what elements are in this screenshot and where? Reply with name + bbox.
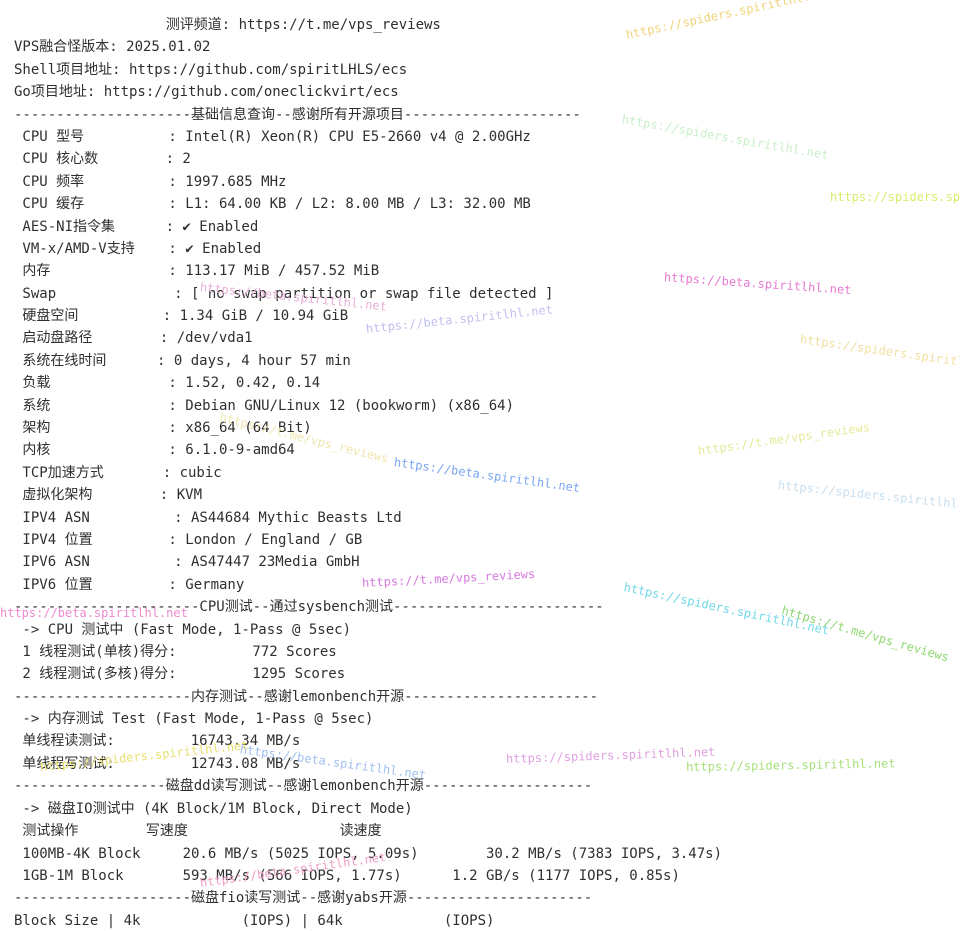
terminal-line: IPV6 ASN : AS47447 23Media GmbH (14, 554, 360, 570)
terminal-line: 系统 : Debian GNU/Linux 12 (bookworm) (x86… (14, 398, 515, 414)
terminal-line: ---------------------基础信息查询--感谢所有开源项目---… (14, 107, 581, 123)
terminal-line: ---------------------内存测试--感谢lemonbench开… (14, 689, 599, 705)
terminal-line: IPV4 ASN : AS44684 Mythic Beasts Ltd (14, 510, 402, 526)
terminal-line: 单线程写测试: 12743.08 MB/s (14, 756, 301, 772)
terminal-line: 负载 : 1.52, 0.42, 0.14 (14, 375, 321, 391)
terminal-line: CPU 核心数 : 2 (14, 151, 191, 167)
terminal-line: 架构 : x86_64 (64 Bit) (14, 420, 312, 436)
terminal-line: ---------------------磁盘fio读写测试--感谢yabs开源… (14, 890, 593, 906)
terminal-line: Go项目地址: https://github.com/oneclickvirt/… (14, 84, 399, 100)
terminal-line: Swap : [ no swap partition or swap file … (14, 286, 554, 302)
terminal-line: 内存 : 113.17 MiB / 457.52 MiB (14, 263, 380, 279)
terminal-line: 硬盘空间 : 1.34 GiB / 10.94 GiB (14, 308, 349, 324)
terminal-line: 测试操作 写速度 读速度 (14, 823, 382, 839)
terminal-line: 1 线程测试(单核)得分: 772 Scores (14, 644, 337, 660)
terminal-line: -> 内存测试 Test (Fast Mode, 1-Pass @ 5sec) (14, 711, 374, 727)
terminal-line: 100MB-4K Block 20.6 MB/s (5025 IOPS, 5.0… (14, 846, 723, 862)
terminal-line: 系统在线时间 : 0 days, 4 hour 57 min (14, 353, 351, 369)
terminal-line: TCP加速方式 : cubic (14, 465, 222, 481)
terminal-line: 虚拟化架构 : KVM (14, 487, 203, 503)
terminal-line: AES-NI指令集 : ✔ Enabled (14, 219, 259, 235)
terminal-line: 内核 : 6.1.0-9-amd64 (14, 442, 295, 458)
terminal-line: VPS融合怪版本: 2025.01.02 (14, 39, 211, 55)
terminal-line: -> CPU 测试中 (Fast Mode, 1-Pass @ 5sec) (14, 622, 352, 638)
terminal-line: 启动盘路径 : /dev/vda1 (14, 330, 253, 346)
terminal-line: Shell项目地址: https://github.com/spiritLHLS… (14, 62, 408, 78)
terminal-line: CPU 缓存 : L1: 64.00 KB / L2: 8.00 MB / L3… (14, 196, 531, 212)
terminal-line: 2 线程测试(多核)得分: 1295 Scores (14, 666, 346, 682)
terminal-line: 测评频道: https://t.me/vps_reviews (14, 17, 441, 33)
terminal-line: IPV6 位置 : Germany (14, 577, 245, 593)
terminal-line: 单线程读测试: 16743.34 MB/s (14, 733, 301, 749)
terminal-line: IPV4 位置 : London / England / GB (14, 532, 363, 548)
terminal-line: CPU 频率 : 1997.685 MHz (14, 174, 287, 190)
terminal-line: -> 磁盘IO测试中 (4K Block/1M Block, Direct Mo… (14, 801, 413, 817)
terminal-line: VM-x/AMD-V支持 : ✔ Enabled (14, 241, 262, 257)
terminal-line: CPU 型号 : Intel(R) Xeon(R) CPU E5-2660 v4… (14, 129, 531, 145)
terminal-line: ------------------磁盘dd读写测试--感谢lemonbench… (14, 778, 593, 794)
terminal-line: Block Size | 4k (IOPS) | 64k (IOPS) (14, 913, 495, 929)
terminal-line: ----------------------CPU测试--通过sysbench测… (14, 599, 604, 615)
terminal-line: 1GB-1M Block 593 MB/s (566 IOPS, 1.77s) … (14, 868, 680, 884)
